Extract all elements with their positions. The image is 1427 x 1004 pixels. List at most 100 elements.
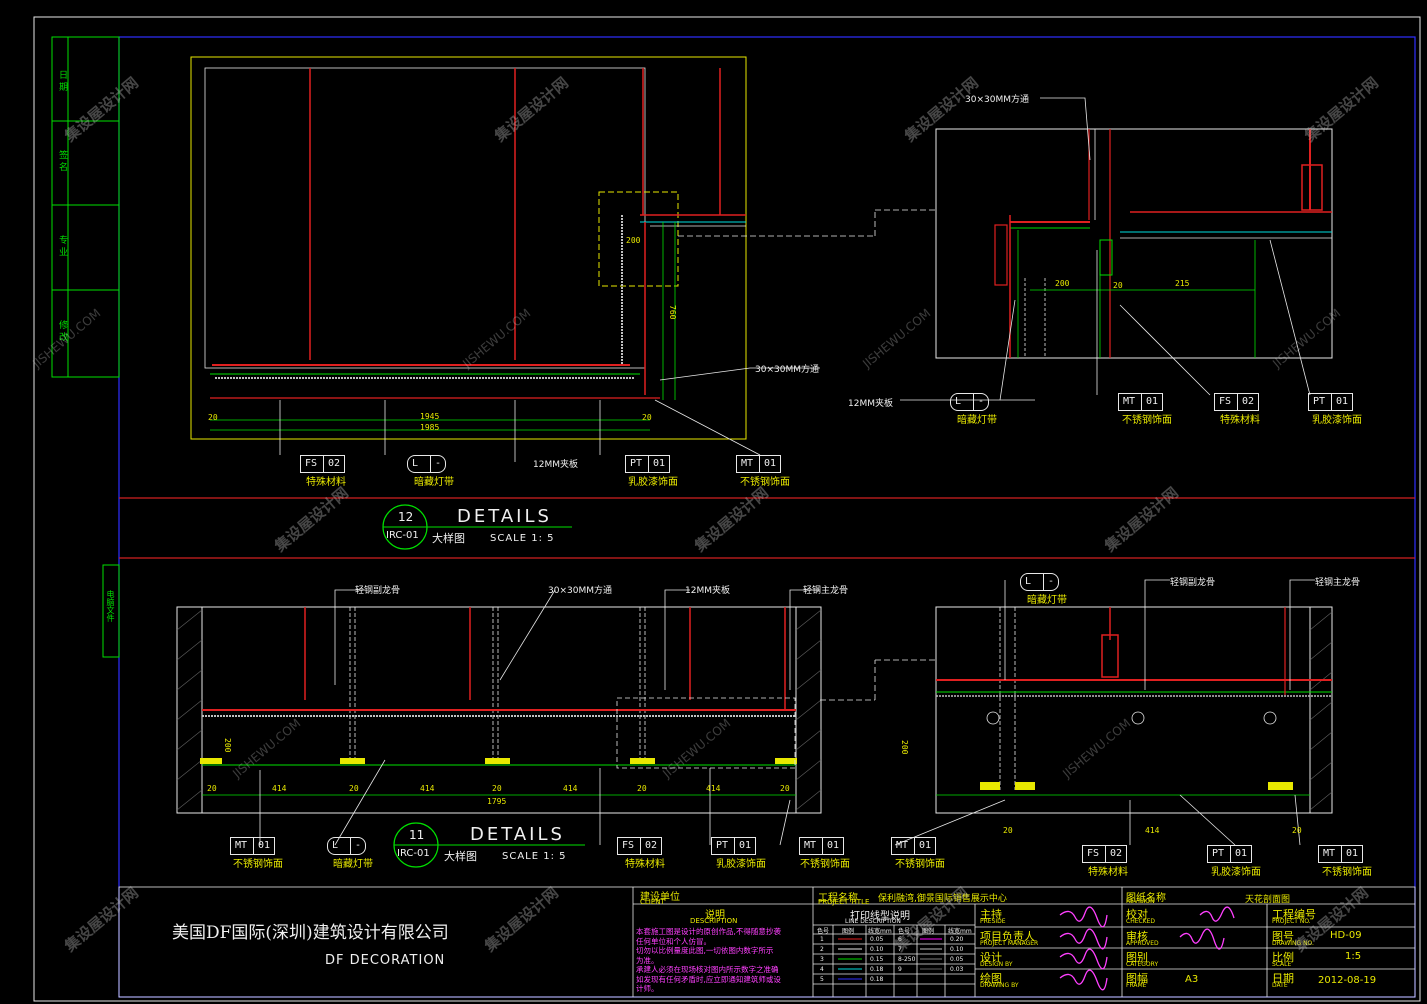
dim-b-414-c: 414 xyxy=(563,784,578,793)
sidebar-label-sign: 签 名 xyxy=(57,150,67,171)
desc-label: 说明 xyxy=(705,910,725,921)
scale-label: 比例 xyxy=(1272,951,1294,964)
client-label-en: CLIENT xyxy=(640,898,665,906)
callout-plywood-top: 12MM夹板 xyxy=(533,460,578,470)
dim-br-414: 414 xyxy=(1145,826,1160,835)
drawing-name: 天花剖面图 xyxy=(1245,895,1291,905)
draw-label: 绘图 xyxy=(980,972,1002,985)
tag-mt-01-br-a-desc: 不锈钢饰面 xyxy=(895,859,945,870)
project-no-label: 工程编号 xyxy=(1272,908,1316,921)
dim-right-20: 20 xyxy=(1113,281,1123,290)
checked-label-en: CHECKED xyxy=(1126,918,1156,925)
drawing-no: HD-09 xyxy=(1330,930,1362,941)
line-legend-swatches xyxy=(838,938,942,980)
tag-l-bottom-right: L- xyxy=(1020,573,1060,591)
tag-pt-01-right-desc: 乳胶漆饰面 xyxy=(1312,415,1362,426)
outer-border xyxy=(33,16,1421,1002)
dim-b-414-d: 414 xyxy=(706,784,721,793)
drawing-name-label: 图纸名称 xyxy=(1126,893,1166,904)
detail-12-number: 12 xyxy=(398,510,414,524)
callout-angle-right: 30×30MM方通 xyxy=(965,95,1029,105)
tag-pt-01-br-desc: 乳胶漆饰面 xyxy=(1211,867,1261,878)
tag-mt-01-br-b-desc: 不锈钢饰面 xyxy=(1322,867,1372,878)
detail-12-title: DETAILS xyxy=(457,506,552,527)
drawing-name-label-en: REVISION xyxy=(1126,898,1155,905)
title-block-frame xyxy=(118,886,1416,998)
tag-mt-01-bottom-a-desc: 不锈钢饰面 xyxy=(233,859,283,870)
detail-bubble-11 xyxy=(393,822,585,868)
dim-20-right: 20 xyxy=(642,413,652,422)
drawing-no-label: 图号 xyxy=(1272,930,1294,943)
callout-keel-right: 轻钢副龙骨 xyxy=(1170,578,1216,588)
left-sidebar-grid xyxy=(51,36,120,658)
design-label-en: DESIGN BY xyxy=(980,961,1013,968)
drawing-no-label-en: DRAWING NO. xyxy=(1272,940,1314,947)
project-no-label-en: PROJECT NO. xyxy=(1272,918,1311,925)
dim-b-20-b: 20 xyxy=(349,784,359,793)
pm-label-en: PROJECT MANAGER xyxy=(980,940,1039,947)
dim-b-200: 200 xyxy=(223,738,232,753)
approved-label-en: APPROVED xyxy=(1126,940,1159,947)
callout-plywood-right: 12MM夹板 xyxy=(848,399,893,409)
tag-mt-01-right-desc: 不锈钢饰面 xyxy=(1122,415,1172,426)
draw-label-en: DRAWING BY xyxy=(980,982,1019,989)
scale-label-en: SCALE xyxy=(1272,961,1292,968)
detail-11-ref: IRC-01 xyxy=(397,848,430,859)
tag-pt-01-top-desc: 乳胶漆饰面 xyxy=(628,477,678,488)
dim-1945: 1945 xyxy=(420,412,440,421)
line-desc-label: 打印线型说明 xyxy=(850,911,910,922)
approved-label: 审核 xyxy=(1126,930,1148,943)
signatures xyxy=(1059,906,1235,991)
checked-label: 校对 xyxy=(1126,908,1148,921)
detail-top-right-drawing xyxy=(900,97,1333,401)
tag-fs-02-right-desc: 特殊材料 xyxy=(1220,415,1260,426)
callout-keel-bottom: 轻钢副龙骨 xyxy=(355,586,401,596)
detail-bottom-right-drawing xyxy=(894,579,1333,846)
detail-11-drawing xyxy=(176,589,935,846)
tag-fs-02-top-desc: 特殊材料 xyxy=(306,477,346,488)
category-label: 图别 xyxy=(1126,951,1148,964)
callout-plywood-bottom: 12MM夹板 xyxy=(685,586,730,596)
line-header-2: 图例 xyxy=(842,928,855,935)
detail-12-drawing xyxy=(190,56,935,462)
preside-label-en: PRESIDE xyxy=(980,918,1006,925)
project-title-label-en: PROJECT TITLE xyxy=(818,898,870,906)
dim-1985: 1985 xyxy=(420,423,440,432)
line-header-6: 线宽mm xyxy=(948,928,972,935)
date-label: 日期 xyxy=(1272,972,1294,985)
tag-l-bottom-right-desc: 暗藏灯带 xyxy=(1027,595,1067,606)
dim-b-20-d: 20 xyxy=(637,784,647,793)
sidebar-file-label: 电脑文件 xyxy=(106,590,115,622)
dim-b-20-a: 20 xyxy=(207,784,217,793)
line-header-4: 色号 xyxy=(898,928,911,935)
sidebar-label-date: 日 期 xyxy=(57,70,67,91)
dim-760: 760 xyxy=(668,305,677,320)
company-name-en: DF DECORATION xyxy=(325,953,446,968)
tag-l-top-desc: 暗藏灯带 xyxy=(414,477,454,488)
design-label: 设计 xyxy=(980,951,1002,964)
project-title-label: 工程名称 xyxy=(818,893,858,904)
line-desc-label-en: LINE DESCRIPTION xyxy=(845,918,901,925)
detail-12-subtitle: 大样图 xyxy=(432,532,465,545)
callout-main-right: 轻钢主龙骨 xyxy=(1315,578,1361,588)
dim-b-414-b: 414 xyxy=(420,784,435,793)
dim-b-20-e: 20 xyxy=(780,784,790,793)
callout-angle-bottom: 30×30MM方通 xyxy=(548,586,612,596)
tag-fs-02-br-desc: 特殊材料 xyxy=(1088,867,1128,878)
dim-b-414-a: 414 xyxy=(272,784,287,793)
detail-bubble-12 xyxy=(382,504,572,550)
detail-11-subtitle: 大样图 xyxy=(444,850,477,863)
client-label: 建设单位 xyxy=(640,892,680,903)
